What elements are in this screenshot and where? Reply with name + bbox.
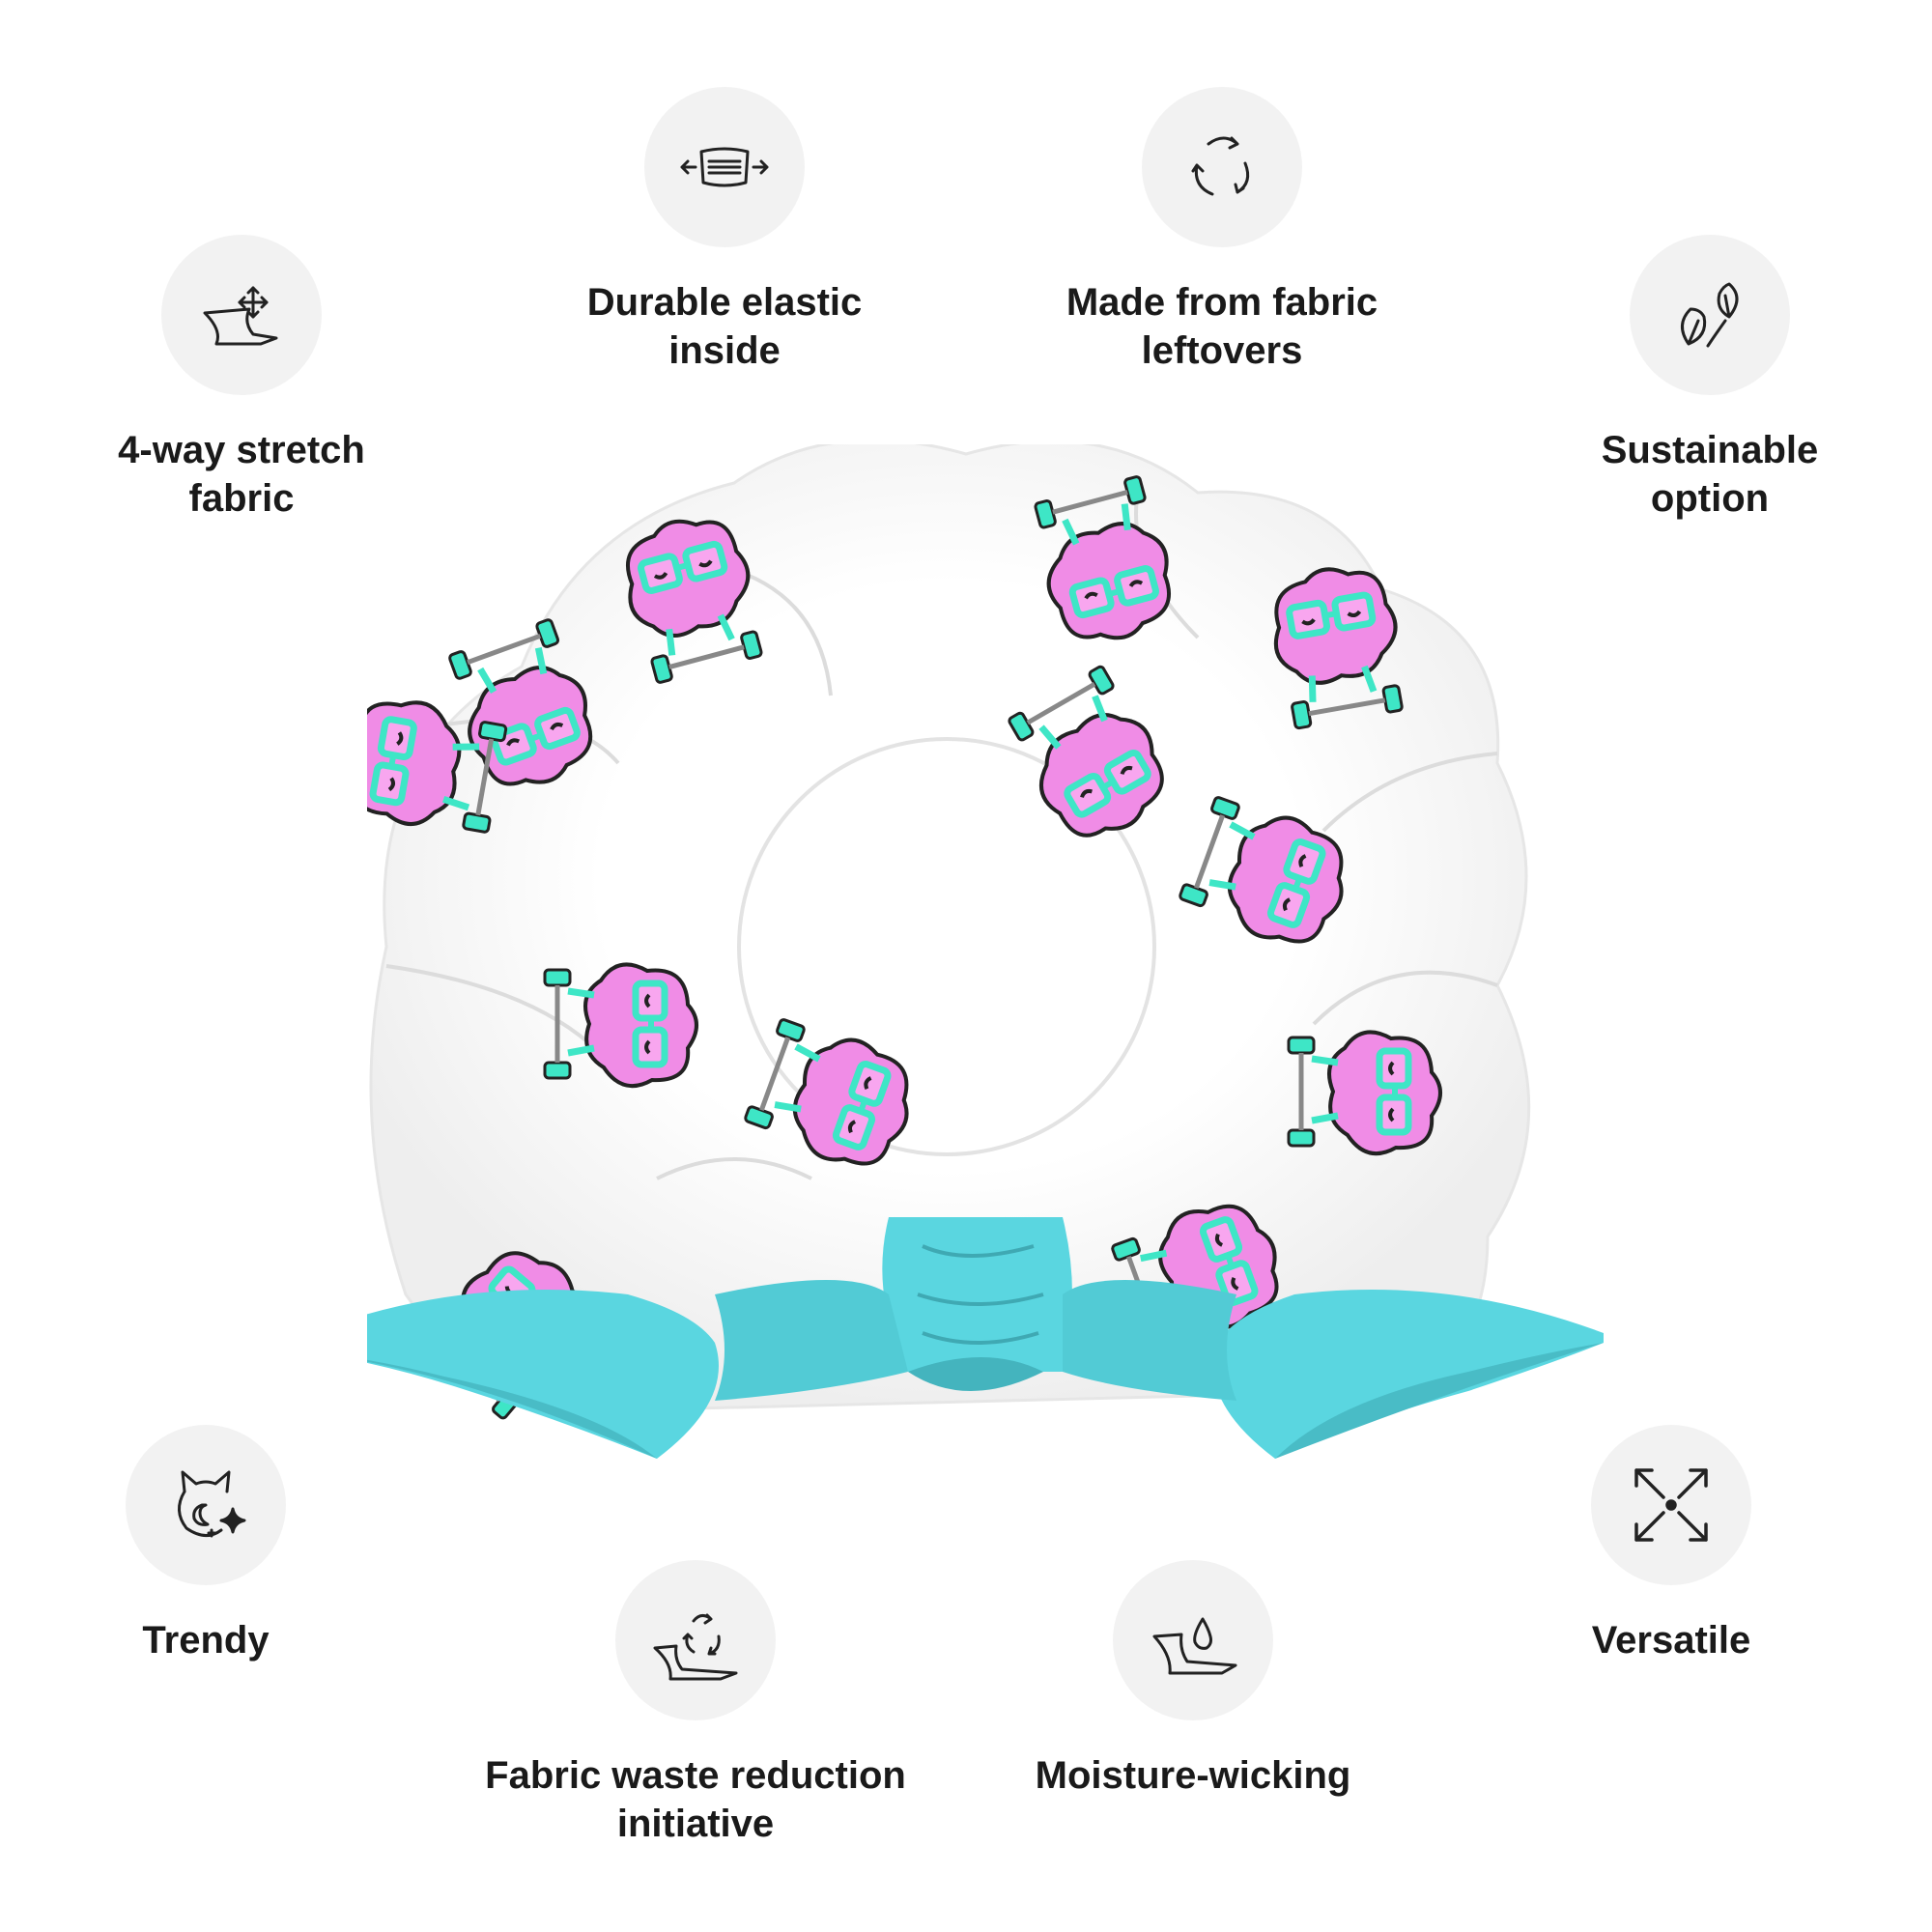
feature-label: Sustainable option (1601, 429, 1819, 520)
scrunchie-product-image (309, 438, 1613, 1488)
leaves-icon (1681, 282, 1739, 348)
feature-versatile: Versatile (1526, 1425, 1816, 1664)
feature-label: 4-way stretch fabric (118, 429, 365, 520)
feature-circle (1591, 1425, 1751, 1585)
scrunchie-illustration (309, 438, 1604, 1459)
recycle-arrows-icon (1191, 136, 1250, 196)
feature-moisture: Moisture-wicking (1000, 1560, 1386, 1800)
feature-circle (126, 1425, 286, 1585)
elastic-band-icon (680, 147, 769, 187)
feature-circle (1113, 1560, 1273, 1720)
feature-label: Made from fabric leftovers (1065, 281, 1378, 372)
water-drop-fabric-icon (1152, 1617, 1237, 1675)
feature-label: Trendy (142, 1619, 270, 1662)
feature-circle (1142, 87, 1302, 247)
feature-label: Durable elastic inside (586, 281, 863, 372)
cat-sparkle-icon (178, 1470, 246, 1538)
feature-stretch: 4-way stretch fabric (82, 235, 401, 523)
fabric-recycle-icon (653, 1613, 738, 1681)
feature-leftovers: Made from fabric leftovers (1038, 87, 1406, 375)
feature-waste-reduction: Fabric waste reduction initiative (454, 1560, 937, 1848)
feature-circle (644, 87, 805, 247)
feature-circle (161, 235, 322, 395)
feature-circle (615, 1560, 776, 1720)
feature-trendy: Trendy (75, 1425, 336, 1664)
feature-label: Moisture-wicking (1035, 1754, 1351, 1797)
feature-label: Versatile (1591, 1619, 1751, 1662)
feature-elastic: Durable elastic inside (565, 87, 884, 375)
feature-circle (1630, 235, 1790, 395)
four-way-stretch-icon (203, 286, 278, 346)
expand-arrows-icon (1634, 1468, 1708, 1542)
feature-sustainable: Sustainable option (1536, 235, 1884, 523)
feature-label: Fabric waste reduction initiative (485, 1754, 906, 1845)
